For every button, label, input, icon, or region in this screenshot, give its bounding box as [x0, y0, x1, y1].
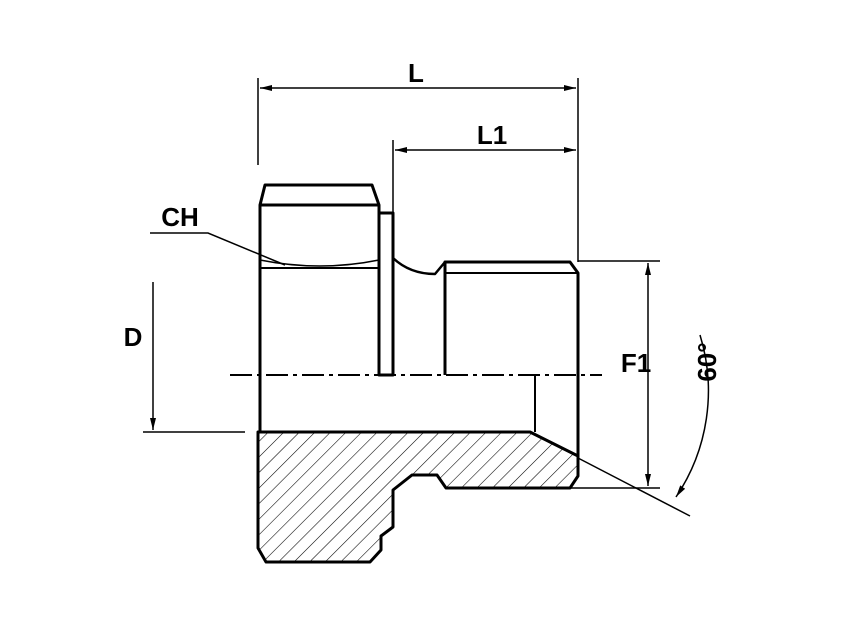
collar: [377, 211, 395, 377]
label-CH: CH: [161, 202, 199, 232]
dimension-L1: [392, 140, 576, 213]
leader-CH: [150, 232, 286, 266]
dimension-D: [143, 282, 245, 433]
hex-nut-outline: [258, 183, 381, 375]
label-L1: L1: [477, 120, 507, 150]
fitting-lower-section: [256, 375, 580, 564]
section-hatched: [256, 430, 580, 564]
angle-60: [577, 334, 710, 517]
label-F1: F1: [621, 348, 651, 378]
label-D: D: [124, 322, 143, 352]
label-60-degrees: 60°: [692, 342, 722, 381]
hex-arc: [259, 259, 380, 267]
fitting-upper-view: [258, 183, 580, 377]
neck-groove: [392, 257, 446, 276]
label-L: L: [408, 58, 424, 88]
thread-stub: [443, 260, 580, 375]
dimension-F1: [570, 260, 660, 489]
dimension-L: [257, 78, 579, 262]
